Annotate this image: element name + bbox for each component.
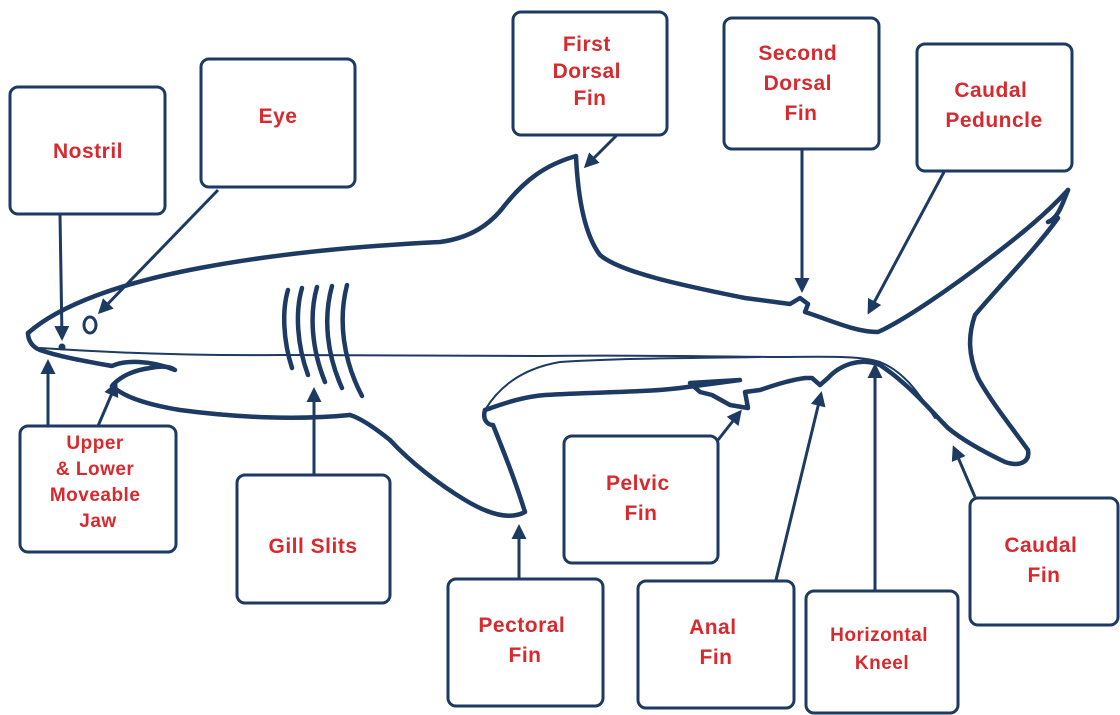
shark-dorsal-profile [28, 156, 1068, 333]
shark-upper-caudal-lobe [948, 190, 1068, 464]
gill-slit-3 [313, 287, 325, 382]
label-anal-fin: Anal Fin [638, 581, 794, 708]
arrow-caudal-fin [954, 448, 975, 497]
gill-slit-2 [298, 288, 308, 375]
label-gill-slits: Gill Slits [237, 475, 390, 603]
arrow-lower-jaw [98, 384, 116, 426]
label-caudal-fin: Caudal Fin [970, 498, 1118, 625]
pointer-arrows [48, 135, 975, 590]
label-nostril: Nostril [10, 87, 165, 214]
shark-nostril [59, 344, 66, 351]
shark-ventral-profile [485, 362, 948, 428]
arrow-anal-fin [776, 394, 821, 580]
arrow-caudal-peduncle [869, 172, 944, 312]
arrow-first-dorsal-fin [586, 135, 617, 166]
label-second-dorsal-fin: Second Dorsal Fin [724, 18, 879, 149]
gill-slit-5 [343, 285, 362, 396]
gill-slit-4 [327, 286, 342, 388]
label-caudal-peduncle: Caudal Peduncle [917, 44, 1072, 171]
gill-slit-1 [284, 290, 292, 368]
label-nostril-text: Nostril [53, 140, 123, 163]
arrow-pelvic-fin [718, 412, 740, 440]
label-eye: Eye [201, 59, 355, 187]
shark-eye [84, 317, 96, 333]
label-gill-slits-text: Gill Slits [268, 535, 357, 558]
label-jaw: Upper & Lower Moveable Jaw [20, 426, 176, 552]
label-horizontal-kneel: Horizontal Kneel [806, 591, 958, 713]
label-pelvic-fin: Pelvic Fin [564, 436, 718, 563]
arrow-nostril [60, 214, 62, 338]
label-eye-text: Eye [259, 105, 298, 128]
shark-outline [28, 156, 1068, 516]
label-pectoral-fin: Pectoral Fin [448, 579, 603, 706]
label-first-dorsal-fin: First Dorsal Fin [513, 12, 667, 135]
